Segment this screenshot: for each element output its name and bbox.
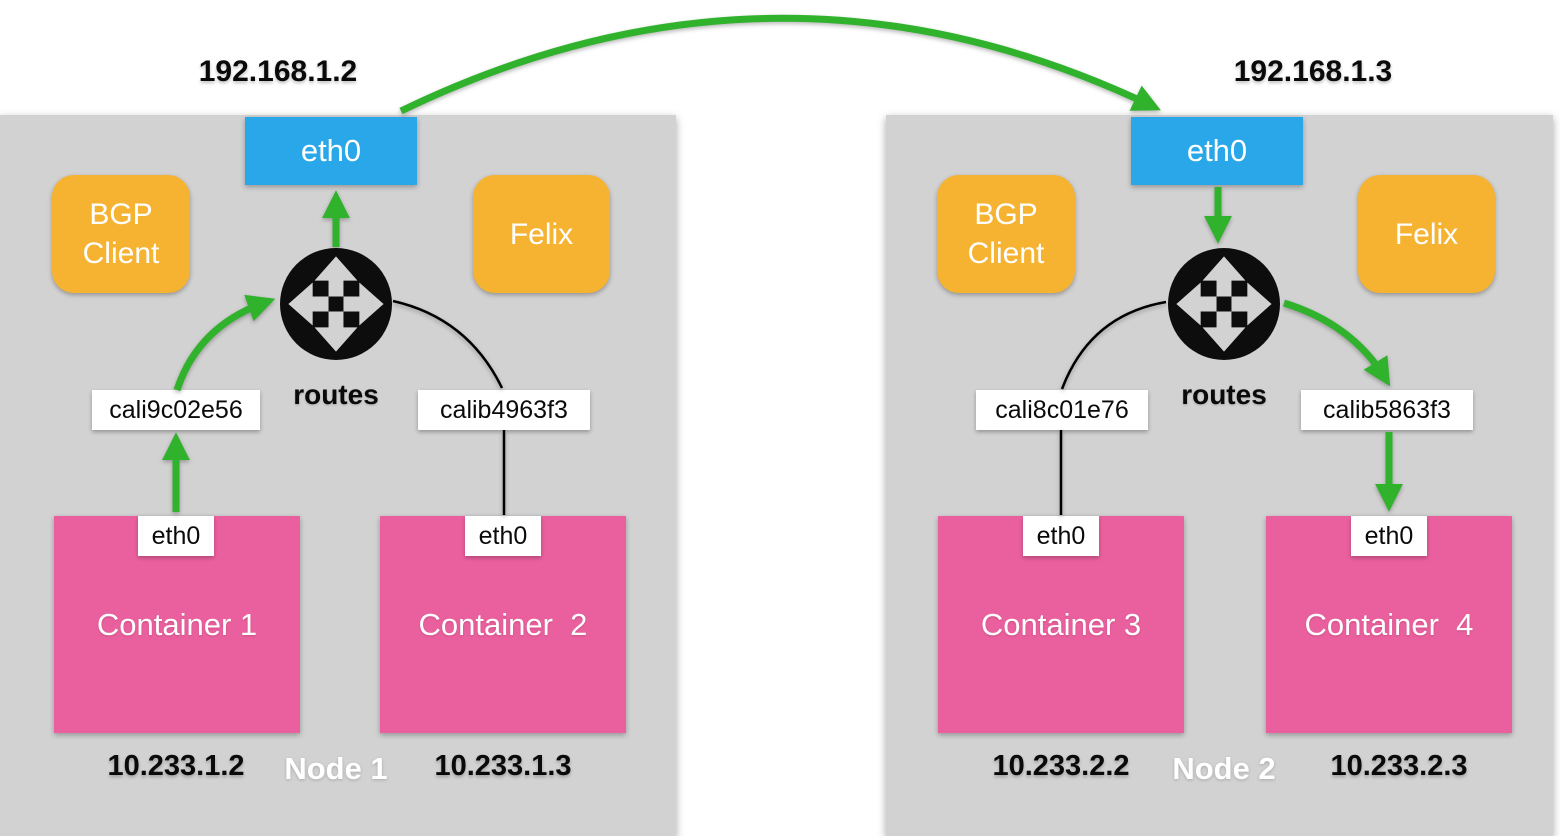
node2-name: Node 2 [1172, 751, 1276, 786]
container-3-eth0: eth0 [1023, 516, 1099, 556]
node2-veth-calib5863f3: calib5863f3 [1301, 390, 1473, 430]
node1-bgp-client: BGP Client [52, 175, 190, 293]
container-4-ip: 10.233.2.3 [1330, 750, 1468, 782]
node1-eth0-interface: eth0 [245, 117, 417, 185]
node1-veth-calib4963f3: calib4963f3 [418, 390, 590, 430]
node2-veth-cali8c01e76: cali8c01e76 [976, 390, 1148, 430]
node1-felix: Felix [473, 175, 610, 293]
container-1-label: Container 1 [96, 606, 258, 642]
node1-felix-label: Felix [509, 217, 574, 251]
router-icon [1168, 248, 1280, 360]
container-2-label: Container 2 [418, 606, 588, 642]
container-1: Container 1 [54, 516, 300, 733]
container-2-eth0: eth0 [465, 516, 541, 556]
container-4-label: Container 4 [1304, 606, 1474, 642]
node1-host-ip: 192.168.1.2 [198, 55, 358, 88]
flow-node1-eth0-to-node2-eth0 [399, 14, 1161, 115]
node2-host-ip: 192.168.1.3 [1233, 55, 1393, 88]
router-icon [280, 248, 392, 360]
container-3-label: Container 3 [980, 606, 1142, 642]
node1-bgp-client-label: BGP Client [82, 198, 160, 270]
node2-eth0-label: eth0 [1186, 133, 1248, 168]
node2-routes-label: routes [1181, 379, 1267, 410]
node2-eth0-interface: eth0 [1131, 117, 1303, 185]
node1-veth-cali9c02e56: cali9c02e56 [92, 390, 260, 430]
node1-name: Node 1 [284, 751, 388, 786]
container-4-eth0: eth0 [1351, 516, 1427, 556]
container-1-eth0: eth0 [138, 516, 214, 556]
node1-routes-label: routes [293, 379, 379, 410]
container-1-ip: 10.233.1.2 [107, 750, 245, 782]
node2-felix-label: Felix [1394, 217, 1459, 251]
node2-bgp-client: BGP Client [937, 175, 1075, 293]
container-2-ip: 10.233.1.3 [434, 750, 572, 782]
node1-eth0-label: eth0 [300, 133, 362, 168]
container-3-ip: 10.233.2.2 [992, 750, 1130, 782]
node2-bgp-client-label: BGP Client [967, 198, 1045, 270]
node2-felix: Felix [1358, 175, 1495, 293]
